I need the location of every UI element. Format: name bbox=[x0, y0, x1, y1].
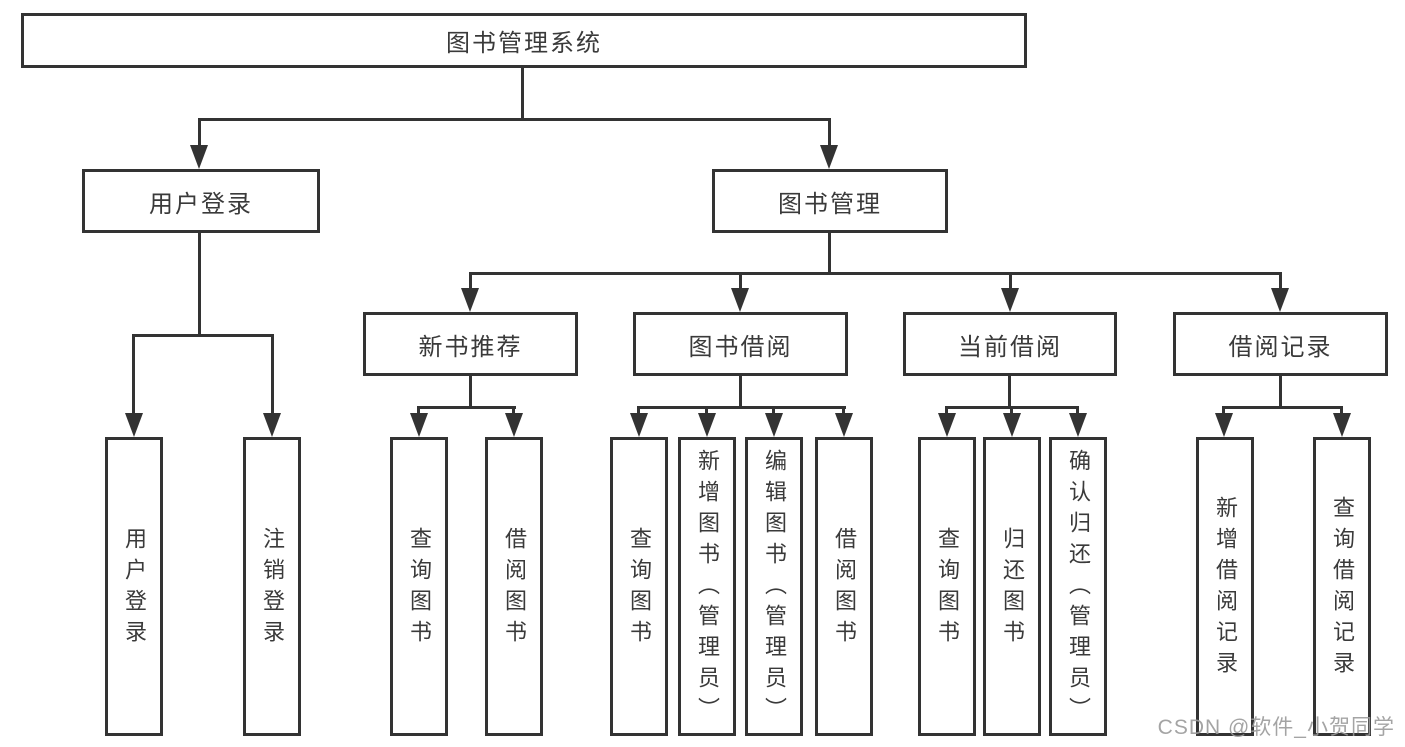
arrow-down-icon bbox=[1001, 288, 1019, 312]
leaf-records-add-record: 新增借阅记录 bbox=[1196, 437, 1254, 736]
arrow-down-icon bbox=[461, 288, 479, 312]
connector-line bbox=[828, 232, 831, 274]
connector-line bbox=[772, 406, 775, 415]
connector-line bbox=[637, 406, 640, 415]
leaf-logout: 注销登录 bbox=[243, 437, 301, 736]
leaf-current-confirm-return-admin: 确认归还（管理员） bbox=[1049, 437, 1107, 736]
connector-line bbox=[198, 118, 201, 147]
connector-line bbox=[417, 406, 420, 415]
arrow-down-icon bbox=[731, 288, 749, 312]
leaf-current-query-books: 查询图书 bbox=[918, 437, 976, 736]
connector-line bbox=[637, 406, 846, 409]
arrow-down-icon bbox=[835, 413, 853, 437]
connector-line bbox=[1279, 375, 1282, 407]
arrow-down-icon bbox=[1003, 413, 1021, 437]
arrow-down-icon bbox=[1333, 413, 1351, 437]
leaf-newbooks-borrow-books: 借阅图书 bbox=[485, 437, 543, 736]
arrow-down-icon bbox=[1215, 413, 1233, 437]
node-book-borrow: 图书借阅 bbox=[633, 312, 848, 376]
connector-line bbox=[1008, 375, 1011, 407]
connector-line bbox=[1222, 406, 1343, 409]
leaf-borrow-add-book-admin: 新增图书（管理员） bbox=[678, 437, 736, 736]
connector-line bbox=[469, 272, 1282, 275]
connector-line bbox=[271, 334, 274, 414]
connector-line bbox=[945, 406, 948, 415]
arrow-down-icon bbox=[190, 145, 208, 169]
arrow-down-icon bbox=[410, 413, 428, 437]
connector-line bbox=[521, 67, 524, 120]
connector-line bbox=[842, 406, 845, 415]
arrow-down-icon bbox=[938, 413, 956, 437]
connector-line bbox=[132, 334, 135, 414]
node-user-login: 用户登录 bbox=[82, 169, 320, 233]
connector-line bbox=[828, 118, 831, 147]
leaf-newbooks-query-books: 查询图书 bbox=[390, 437, 448, 736]
connector-line bbox=[1076, 406, 1079, 415]
csdn-watermark: CSDN @软件_小贺同学 bbox=[1157, 716, 1395, 739]
connector-line bbox=[1010, 406, 1013, 415]
leaf-user-login: 用户登录 bbox=[105, 437, 163, 736]
node-library-system-root: 图书管理系统 bbox=[21, 13, 1027, 68]
arrow-down-icon bbox=[1069, 413, 1087, 437]
connector-line bbox=[1222, 406, 1225, 415]
arrow-down-icon bbox=[1271, 288, 1289, 312]
connector-line bbox=[739, 375, 742, 407]
connector-line bbox=[417, 406, 516, 409]
connector-line bbox=[198, 232, 201, 336]
leaf-borrow-borrow-books: 借阅图书 bbox=[815, 437, 873, 736]
connector-line bbox=[705, 406, 708, 415]
leaf-current-return-books: 归还图书 bbox=[983, 437, 1041, 736]
arrow-down-icon bbox=[505, 413, 523, 437]
connector-line bbox=[1340, 406, 1343, 415]
connector-line bbox=[469, 272, 472, 289]
connector-line bbox=[1009, 272, 1012, 289]
node-new-book-recommend: 新书推荐 bbox=[363, 312, 578, 376]
connector-line bbox=[739, 272, 742, 289]
arrow-down-icon bbox=[630, 413, 648, 437]
leaf-borrow-edit-book-admin: 编辑图书（管理员） bbox=[745, 437, 803, 736]
arrow-down-icon bbox=[263, 413, 281, 437]
arrow-down-icon bbox=[125, 413, 143, 437]
arrow-down-icon bbox=[820, 145, 838, 169]
node-book-management: 图书管理 bbox=[712, 169, 948, 233]
connector-line bbox=[512, 406, 515, 415]
node-borrow-records: 借阅记录 bbox=[1173, 312, 1388, 376]
connector-line bbox=[132, 334, 274, 337]
connector-line bbox=[469, 375, 472, 407]
arrow-down-icon bbox=[765, 413, 783, 437]
leaf-borrow-query-books: 查询图书 bbox=[610, 437, 668, 736]
connector-line bbox=[198, 118, 831, 121]
arrow-down-icon bbox=[698, 413, 716, 437]
node-current-borrow: 当前借阅 bbox=[903, 312, 1117, 376]
leaf-records-query-record: 查询借阅记录 bbox=[1313, 437, 1371, 736]
connector-line bbox=[1279, 272, 1282, 289]
